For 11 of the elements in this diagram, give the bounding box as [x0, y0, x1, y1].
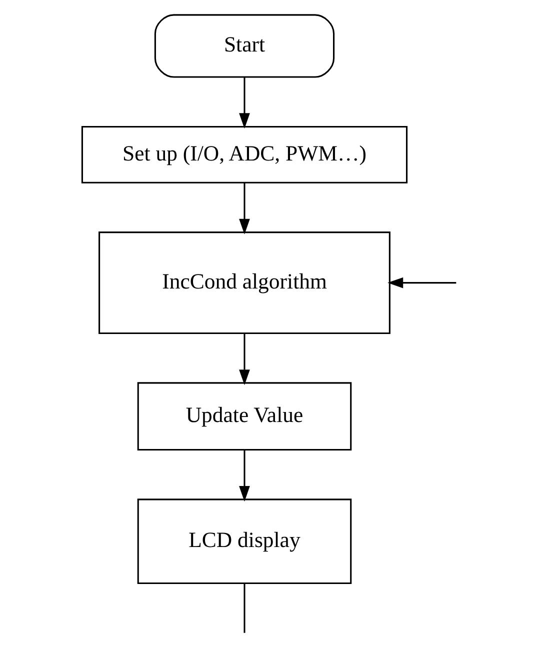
arrow — [239, 78, 250, 129]
arrow — [239, 334, 250, 386]
arrow — [239, 450, 250, 502]
connector — [244, 584, 246, 633]
arrow — [239, 182, 250, 234]
arrow — [388, 277, 456, 288]
node-box: Start — [154, 14, 335, 78]
node-box: Update Value — [137, 382, 352, 450]
node-box: Set up (I/O, ADC, PWM…) — [81, 126, 408, 184]
node-box: IncCond algorithm — [98, 232, 390, 334]
node-box: LCD display — [137, 498, 352, 584]
